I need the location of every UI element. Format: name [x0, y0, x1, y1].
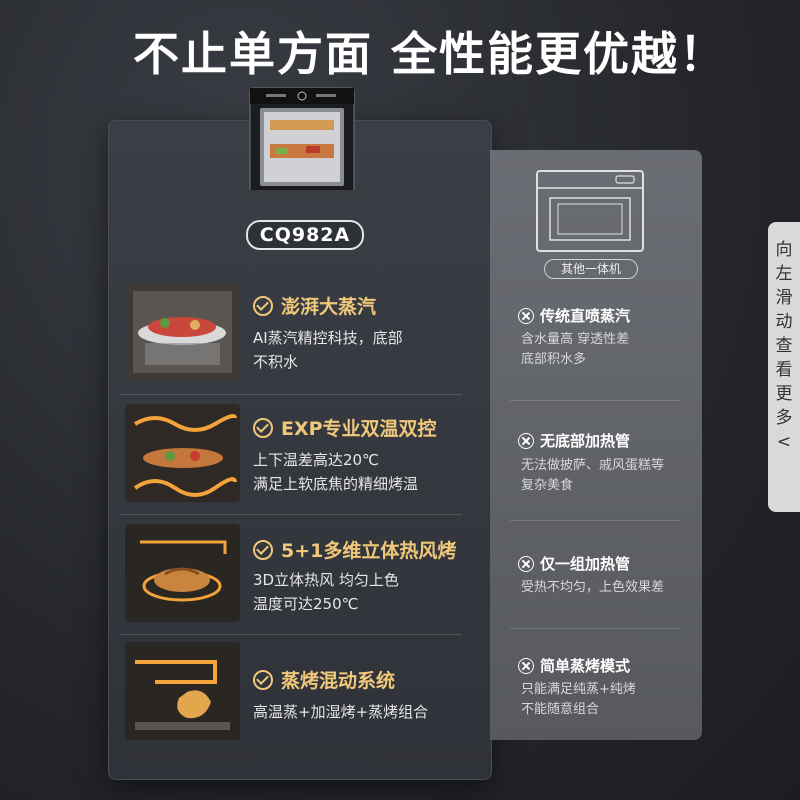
divider	[120, 634, 462, 635]
feature-title: EXP专业双温双控	[253, 414, 437, 441]
check-icon	[253, 295, 273, 316]
compare-desc: 受热不均匀，上色效果差	[521, 580, 665, 595]
convection-feature-image	[125, 524, 240, 622]
steam-feature-image	[125, 283, 240, 381]
divider	[120, 514, 462, 515]
oven-product-image	[246, 87, 358, 196]
x-circle-icon	[518, 432, 534, 449]
other-oven-label: 其他一体机	[544, 259, 638, 279]
divider	[510, 628, 680, 629]
chevron-left-icon: <	[776, 432, 792, 452]
feature-desc: AI蒸汽精控科技，底部 不积水	[253, 329, 403, 371]
compare-desc: 含水量高 穿透性差 底部积水多	[521, 332, 630, 367]
feature-title: 5+1多维立体热风烤	[253, 536, 456, 563]
feature-desc: 上下温差高达20℃ 满足上软底焦的精细烤温	[253, 451, 419, 493]
compare-desc: 只能满足纯蒸+纯烤 不能随意组合	[521, 682, 636, 717]
divider	[120, 394, 462, 395]
x-circle-icon	[518, 555, 534, 572]
divider	[510, 400, 680, 401]
x-circle-icon	[518, 657, 534, 674]
steam-bake-hybrid-feature-image	[125, 642, 240, 740]
dual-temperature-feature-image	[125, 404, 240, 502]
compare-title: 无底部加热管	[518, 430, 630, 451]
check-icon	[253, 417, 273, 438]
compare-title: 仅一组加热管	[518, 553, 630, 574]
model-label: CQ982A	[246, 220, 364, 250]
compare-title: 传统直喷蒸汽	[518, 305, 630, 326]
swipe-more-tab[interactable]: 向 左 滑 动 查 看 更 多 <	[768, 222, 800, 512]
feature-desc: 3D立体热风 均匀上色 温度可达250℃	[253, 571, 399, 613]
headline: 不止单方面 全性能更优越！	[132, 27, 727, 81]
compare-desc: 无法做披萨、戚风蛋糕等 复杂美食	[521, 458, 665, 493]
compare-title: 简单蒸烤模式	[518, 655, 630, 676]
check-icon	[253, 539, 273, 560]
check-icon	[253, 669, 273, 690]
feature-desc: 高温蒸+加湿烤+蒸烤组合	[253, 703, 429, 721]
x-circle-icon	[518, 307, 534, 324]
feature-title: 蒸烤混动系统	[253, 666, 395, 693]
divider	[510, 520, 680, 521]
generic-oven-icon	[536, 170, 644, 252]
feature-title: 澎湃大蒸汽	[253, 292, 376, 319]
